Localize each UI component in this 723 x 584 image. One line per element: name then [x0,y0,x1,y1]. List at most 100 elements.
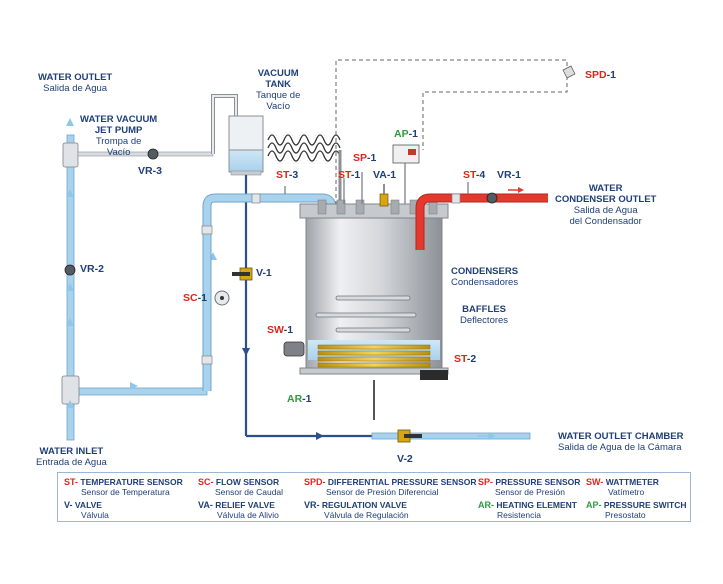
ar1-num: -1 [302,393,312,405]
st4-prefix: ST [463,169,476,181]
vacuum-tank-sub1: Tanque de [256,90,301,101]
legend-title: TEMPERATURE SENSOR [80,477,183,487]
vr2-prefix: VR [80,263,95,275]
legend-title: RELIEF VALVE [215,500,275,510]
sp1-prefix: SP [353,152,368,164]
legend-title: VALVE [74,500,102,510]
legend-item-ar: AR- HEATING ELEMENT Resistencia [478,500,577,520]
legend-key: ST- [64,477,79,487]
st4-tag: ST-4 [463,170,485,181]
st2-num: -2 [466,353,477,365]
legend-item-sw: SW- WATTMETER Vatímetro [586,477,659,497]
legend-title: HEATING ELEMENT [496,500,577,510]
spd1-tag: SPD-1 [585,70,616,81]
sc1-flow-sensor[interactable] [214,290,230,306]
ap1-num: -1 [408,128,418,140]
sc1-tag: SC-1 [183,293,207,304]
water-outlet-title: WATER OUTLET [38,72,113,83]
vr3-valve[interactable] [147,148,159,160]
vacuum-tank-title2: TANK [265,79,292,90]
vr1-valve[interactable] [486,192,498,204]
jet-pump-sub2: Vacío [106,147,131,158]
vacuum-tank [228,115,264,176]
legend-item-v: V- VALVE Válvula [64,500,109,520]
st1-prefix: ST [338,169,351,181]
v1-valve[interactable] [232,267,253,281]
v2-prefix: V [397,453,404,465]
va1-prefix: VA [373,169,387,181]
baffles [315,295,417,333]
vacuum-line [211,94,238,154]
spd1-num: -1 [606,69,616,81]
legend-sub: Sensor de Caudal [215,486,284,497]
legend-title: WATTMETER [605,477,659,487]
v2-tag: V-2 [397,454,413,465]
legend-sub: Válvula de Regulación [324,509,409,520]
va1-relief-valve[interactable] [379,184,389,207]
condenser-coil [267,134,341,162]
spd-dashed-line [335,59,568,205]
water-inlet-sub: Entrada de Agua [36,457,107,468]
water-inlet-label: WATER INLET Entrada de Agua [36,446,107,468]
evaporation-chamber [299,199,449,420]
v1-prefix: V [256,267,263,279]
ap1-pressure-switch[interactable] [392,144,420,204]
chamber-outlet-line [371,432,531,440]
water-outlet-chamber-sub: Salida de Agua de la Cámara [558,442,682,453]
va1-num: -1 [386,169,397,181]
legend-title: PRESSURE SENSOR [495,477,581,487]
baffles-title: BAFFLES [462,304,506,315]
vr2-num: -2 [94,263,104,275]
condenser-outlet-title2: CONDENSER OUTLET [555,194,657,205]
st1-tag: ST-1 [338,170,360,181]
sw1-num: -1 [283,324,294,336]
condenser-outlet-pipe [415,187,548,250]
ar1-prefix: AR [287,393,303,405]
sw1-wattmeter[interactable] [283,341,305,357]
water-outlet-chamber-label: WATER OUTLET CHAMBER Salida de Agua de l… [558,431,683,453]
water-inlet-line [61,134,208,441]
flow-arrows-left [66,118,217,408]
jet-pump-sub1: Trompa de [95,136,142,147]
legend-item-spd: SPD- DIFFERENTIAL PRESSURE SENSOR Sensor… [304,477,477,497]
heating-element [317,344,431,368]
jet-pump-label: WATER VACUUM JET PUMP Trompa de Vacío [80,114,157,158]
legend-item-va: VA- RELIEF VALVE Válvula de Alivio [198,500,279,520]
sc1-prefix: SC [183,292,198,304]
v2-valve[interactable] [397,429,422,443]
top-sensors [284,172,469,204]
legend-sub: Sensor de Presión Diferencial [326,486,439,497]
vr1-tag: VR-1 [497,170,521,181]
legend-key: AR- [478,500,494,510]
legend-title: DIFFERENTIAL PRESSURE SENSOR [327,477,477,487]
sp1-num: -1 [367,152,377,164]
jet-pump-title2: JET PUMP [94,125,143,136]
sc1-num: -1 [197,292,207,304]
condensers-label: CONDENSERS Condensadores [451,266,518,288]
vr2-valve[interactable] [64,264,76,276]
legend-item-sp: SP- PRESSURE SENSOR Sensor de Presión [478,477,581,497]
v1-tag: V-1 [256,268,272,279]
st1-num: -1 [350,169,361,181]
baffles-label: BAFFLES Deflectores [460,304,508,326]
legend-sub: Presostato [605,509,646,520]
condenser-outlet-sub2: del Condensador [569,216,642,227]
jet-pump-title1: WATER VACUUM [80,114,158,125]
vacuum-tank-label: VACUUM TANK Tanque de Vacío [256,68,300,112]
legend-item-st: ST- TEMPERATURE SENSOR Sensor de Tempera… [64,477,183,497]
legend-sub: Sensor de Presión [495,486,565,497]
spd1-prefix: SPD [585,69,607,81]
sp1-tag: SP-1 [353,153,376,164]
legend-key: SP- [478,477,494,487]
condenser-outlet-title1: WATER [588,183,623,194]
spd1-sensor[interactable] [562,65,576,79]
baffles-sub: Deflectores [460,315,509,326]
condenser-outlet-sub1: Salida de Agua [573,205,638,216]
va1-tag: VA-1 [373,170,396,181]
sw1-tag: SW-1 [267,325,293,336]
v1-num: -1 [262,267,272,279]
legend-title: PRESSURE SWITCH [603,500,687,510]
legend-sub: Resistencia [497,509,541,520]
st2-prefix: ST [454,353,467,365]
